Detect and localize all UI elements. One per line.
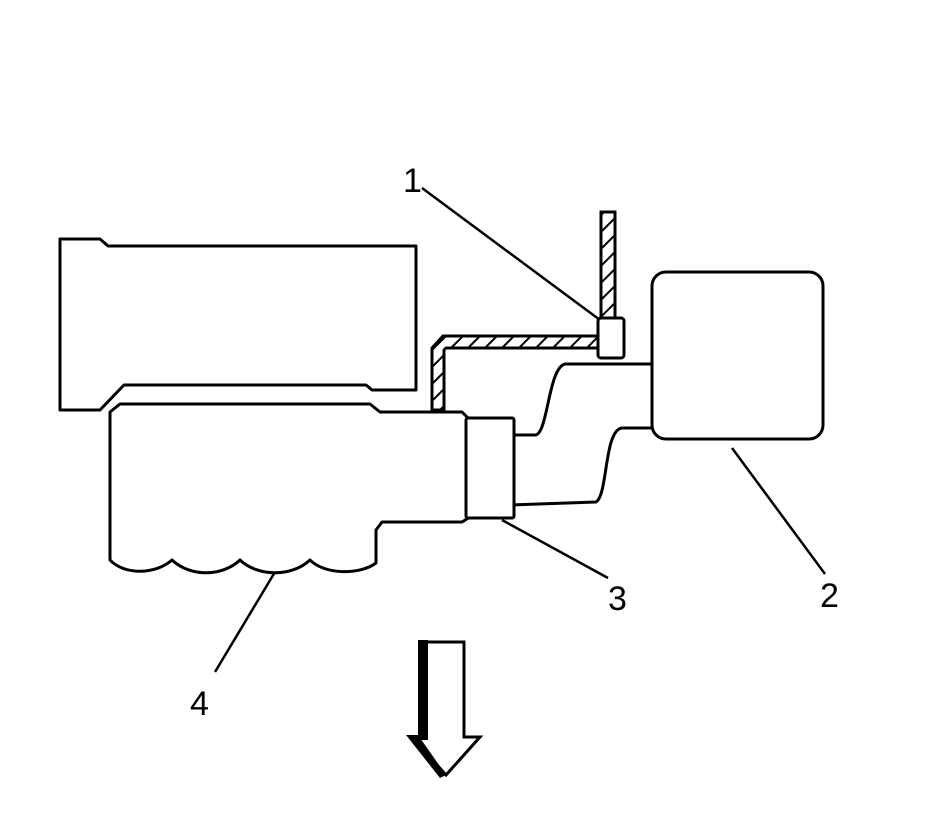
- main-body: [108, 402, 472, 575]
- component-box: [650, 270, 825, 441]
- callout-1: 1: [403, 162, 422, 200]
- leader-line-3: [501, 518, 609, 580]
- callout-4: 4: [190, 685, 209, 723]
- leader-line-1: [421, 186, 601, 322]
- connecting-tube: [508, 362, 657, 507]
- down-arrow-icon: [406, 640, 484, 778]
- vertical-rod: [599, 210, 617, 324]
- callout-3: 3: [608, 580, 627, 618]
- collar: [464, 416, 516, 520]
- callout-2: 2: [820, 577, 839, 615]
- fastener: [596, 316, 626, 360]
- leader-line-2: [730, 447, 827, 575]
- upper-housing-block: [58, 237, 418, 412]
- leader-line-4: [213, 571, 277, 673]
